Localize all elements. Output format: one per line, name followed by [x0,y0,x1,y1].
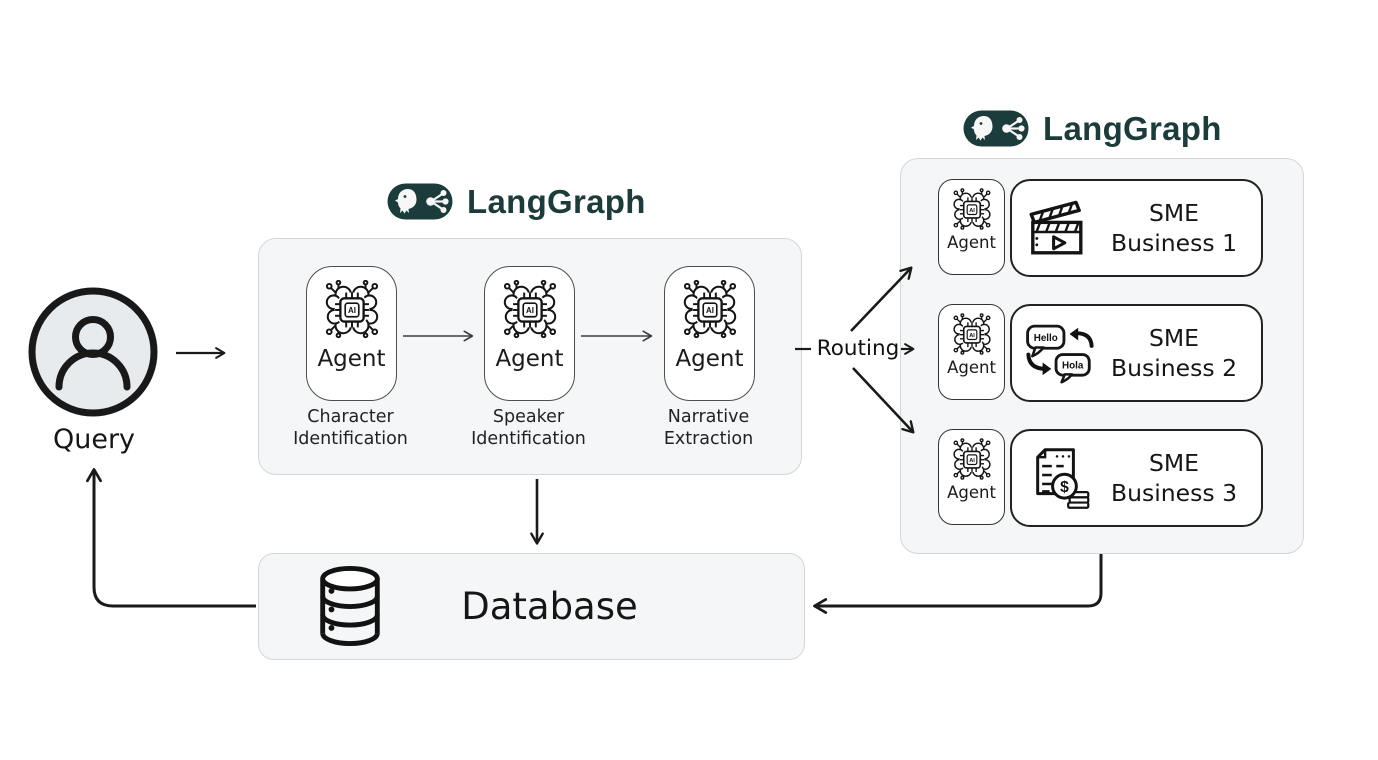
translate-icon [1012,322,1108,384]
langgraph-mark-icon [387,183,453,220]
sme-business-1-card: SME Business 1 [1010,179,1263,277]
database-icon [311,564,389,650]
query-user [28,287,158,417]
invoice-icon [1012,446,1108,510]
specialists-panel: Agent SME Business 1 Agent SME Business … [900,158,1304,554]
mini-agent-card-2: Agent [938,304,1005,400]
sme-business-name: SME Business 2 [1110,324,1238,382]
agent-card-character: Agent [306,266,397,401]
user-icon [28,287,158,417]
agent-card-label: Agent [947,483,996,502]
arrow-database-to-query [86,468,256,608]
agent-caption-narrative: Narrative Extraction [663,407,754,449]
pipeline-panel: Agent Agent Agent Character Identificati… [258,238,802,475]
langgraph-mark-icon [963,110,1029,147]
invoice-icon [1028,446,1092,510]
clapperboard-icon [1012,198,1108,258]
langgraph-wordmark: LangGraph [1043,110,1222,147]
query-label: Query [52,424,136,455]
ai-chip-icon [679,278,741,340]
translate-icon [1026,322,1094,384]
sme-business-3-card: SME Business 3 [1010,429,1263,527]
pipeline-langgraph-logo: LangGraph [387,183,646,220]
sme-business-2-card: SME Business 2 [1010,304,1263,402]
clapperboard-icon [1028,198,1092,258]
langgraph-wordmark: LangGraph [467,183,646,220]
ai-chip-icon [321,278,383,340]
agent-card-label: Agent [947,358,996,377]
agent-caption-speaker: Speaker Identification [471,407,586,449]
ai-chip-icon [950,187,994,231]
specialists-langgraph-logo: LangGraph [963,110,1222,147]
sme-business-name: SME Business 3 [1110,449,1238,507]
agent-card-label: Agent [317,346,386,372]
sme-business-name: SME Business 1 [1110,199,1238,257]
mini-agent-card-1: Agent [938,179,1005,275]
routing-label: Routing [816,336,900,361]
ai-chip-icon [499,278,561,340]
agent-card-label: Agent [495,346,564,372]
agent-card-label: Agent [675,346,744,372]
agent-caption-character: Character Identification [293,407,408,449]
agent-card-speaker: Agent [484,266,575,401]
agent-card-label: Agent [947,233,996,252]
database-panel: Database [258,553,805,660]
arrow-specialists-to-database [813,554,1103,614]
agent-card-narrative: Agent [664,266,755,401]
ai-chip-icon [950,312,994,356]
mini-agent-card-3: Agent [938,429,1005,525]
database-icon [311,564,389,650]
database-label: Database [461,585,638,628]
ai-chip-icon [950,437,994,481]
